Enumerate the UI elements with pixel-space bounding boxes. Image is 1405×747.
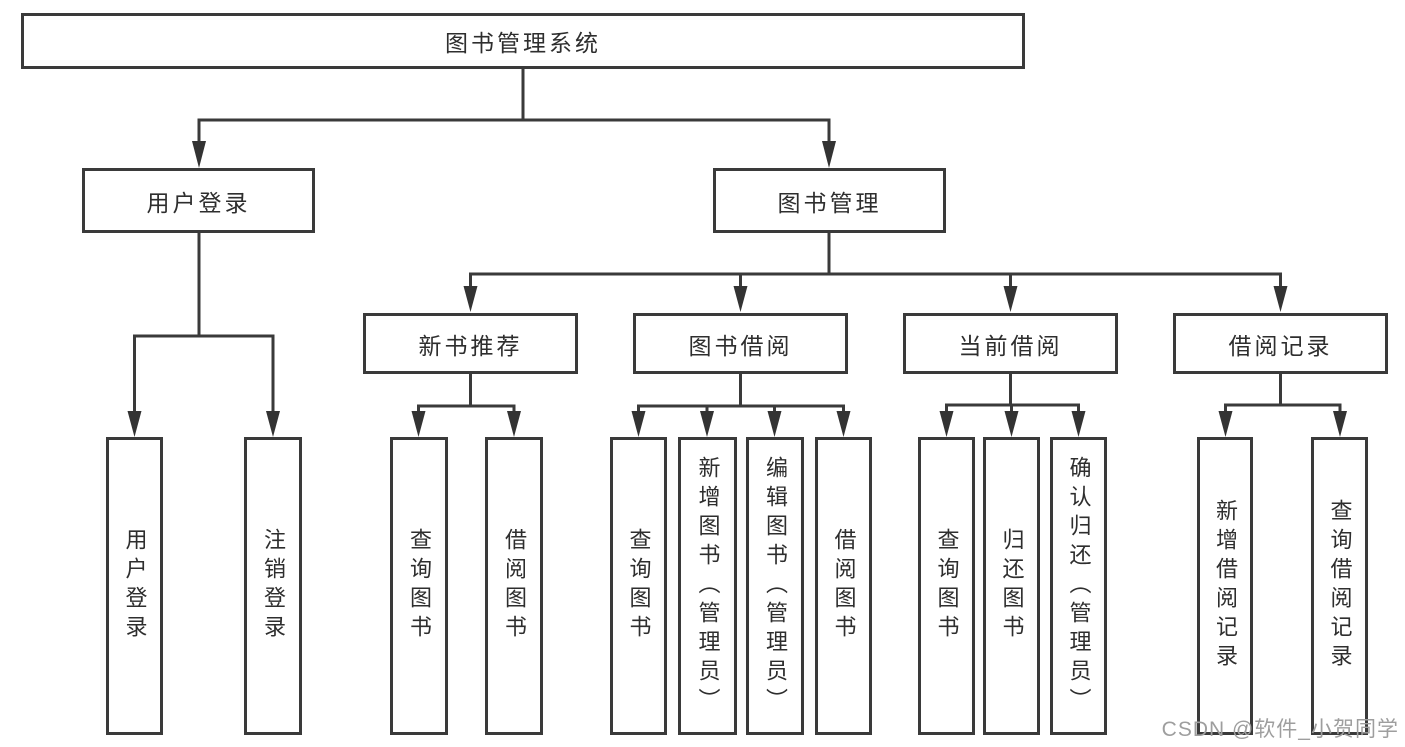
leaf-nb-query-books: 查询图书 (390, 437, 448, 735)
arrowhead (507, 411, 521, 437)
node-label: 借阅记录 (1228, 332, 1333, 359)
arrowhead (939, 411, 954, 437)
node-current-borrowing: 当前借阅 (903, 313, 1118, 374)
node-label: 新增图书（管理员） (695, 455, 721, 717)
node-label: 查询图书 (626, 528, 652, 644)
node-label: 新书推荐 (418, 332, 523, 359)
leaf-cb-return-books: 归还图书 (983, 437, 1040, 735)
leaf-user-login: 用户登录 (106, 437, 163, 735)
leaf-bb-add-books-admin: 新增图书（管理员） (678, 437, 737, 735)
node-label: 新增借阅记录 (1213, 499, 1238, 673)
node-label: 图书借阅 (688, 332, 793, 359)
node-label: 图书管理系统 (445, 30, 601, 56)
node-label: 图书管理 (777, 189, 882, 216)
arrowhead (822, 141, 836, 168)
leaf-bb-borrow-books: 借阅图书 (815, 437, 872, 735)
arrowhead (1218, 411, 1233, 437)
node-book-borrowing: 图书借阅 (633, 313, 848, 374)
node-label: 当前借阅 (958, 332, 1063, 359)
csdn-watermark: CSDN @软件_小贺同学 (1161, 718, 1399, 741)
node-label: 注销登录 (261, 528, 286, 644)
arrowhead (733, 286, 748, 312)
node-label: 编辑图书（管理员） (763, 455, 788, 717)
connector-new-books-children (411, 374, 521, 437)
node-label: 归还图书 (999, 528, 1025, 644)
connector-root-to-level2 (192, 68, 836, 168)
leaf-br-add-record: 新增借阅记录 (1197, 437, 1253, 735)
connector-current-borrow-children (939, 374, 1086, 437)
leaf-br-query-record: 查询借阅记录 (1311, 437, 1368, 735)
leaf-logout: 注销登录 (244, 437, 302, 735)
node-label: 查询借阅记录 (1327, 499, 1353, 673)
node-borrowing-records: 借阅记录 (1173, 313, 1388, 374)
arrowhead (266, 411, 280, 437)
connector-book-mgmt-to-modules (463, 232, 1288, 312)
node-label: 查询图书 (934, 528, 960, 644)
node-label: 确认归还（管理员） (1066, 455, 1092, 717)
arrowhead (700, 411, 714, 437)
arrowhead (1071, 411, 1086, 437)
arrowhead (411, 411, 426, 437)
connector-borrow-records-children (1218, 374, 1347, 437)
leaf-nb-borrow-books: 借阅图书 (485, 437, 543, 735)
arrowhead (1003, 286, 1018, 312)
arrowhead (127, 411, 142, 437)
node-label: 用户登录 (146, 189, 251, 216)
node-label: 借阅图书 (502, 528, 527, 644)
arrowhead (1273, 286, 1288, 312)
node-label: 借阅图书 (831, 528, 857, 644)
node-label: 用户登录 (122, 528, 148, 644)
arrowhead (192, 141, 206, 168)
leaf-cb-confirm-return-admin: 确认归还（管理员） (1050, 437, 1107, 735)
connector-book-borrow-children (631, 374, 851, 437)
node-user-login-branch: 用户登录 (82, 168, 315, 233)
node-book-management-branch: 图书管理 (713, 168, 946, 233)
node-root-system: 图书管理系统 (21, 13, 1025, 69)
arrowhead (1333, 411, 1347, 437)
leaf-cb-query-books: 查询图书 (918, 437, 975, 735)
arrowhead (631, 411, 646, 437)
connector-user-login-children (127, 232, 280, 437)
arrowhead (767, 411, 782, 437)
node-label: 查询图书 (407, 528, 432, 644)
arrowhead (463, 286, 478, 312)
arrowhead (1004, 411, 1019, 437)
node-new-book-recommend: 新书推荐 (363, 313, 578, 374)
leaf-bb-query-books: 查询图书 (610, 437, 667, 735)
leaf-bb-edit-books-admin: 编辑图书（管理员） (746, 437, 804, 735)
arrowhead (836, 411, 851, 437)
